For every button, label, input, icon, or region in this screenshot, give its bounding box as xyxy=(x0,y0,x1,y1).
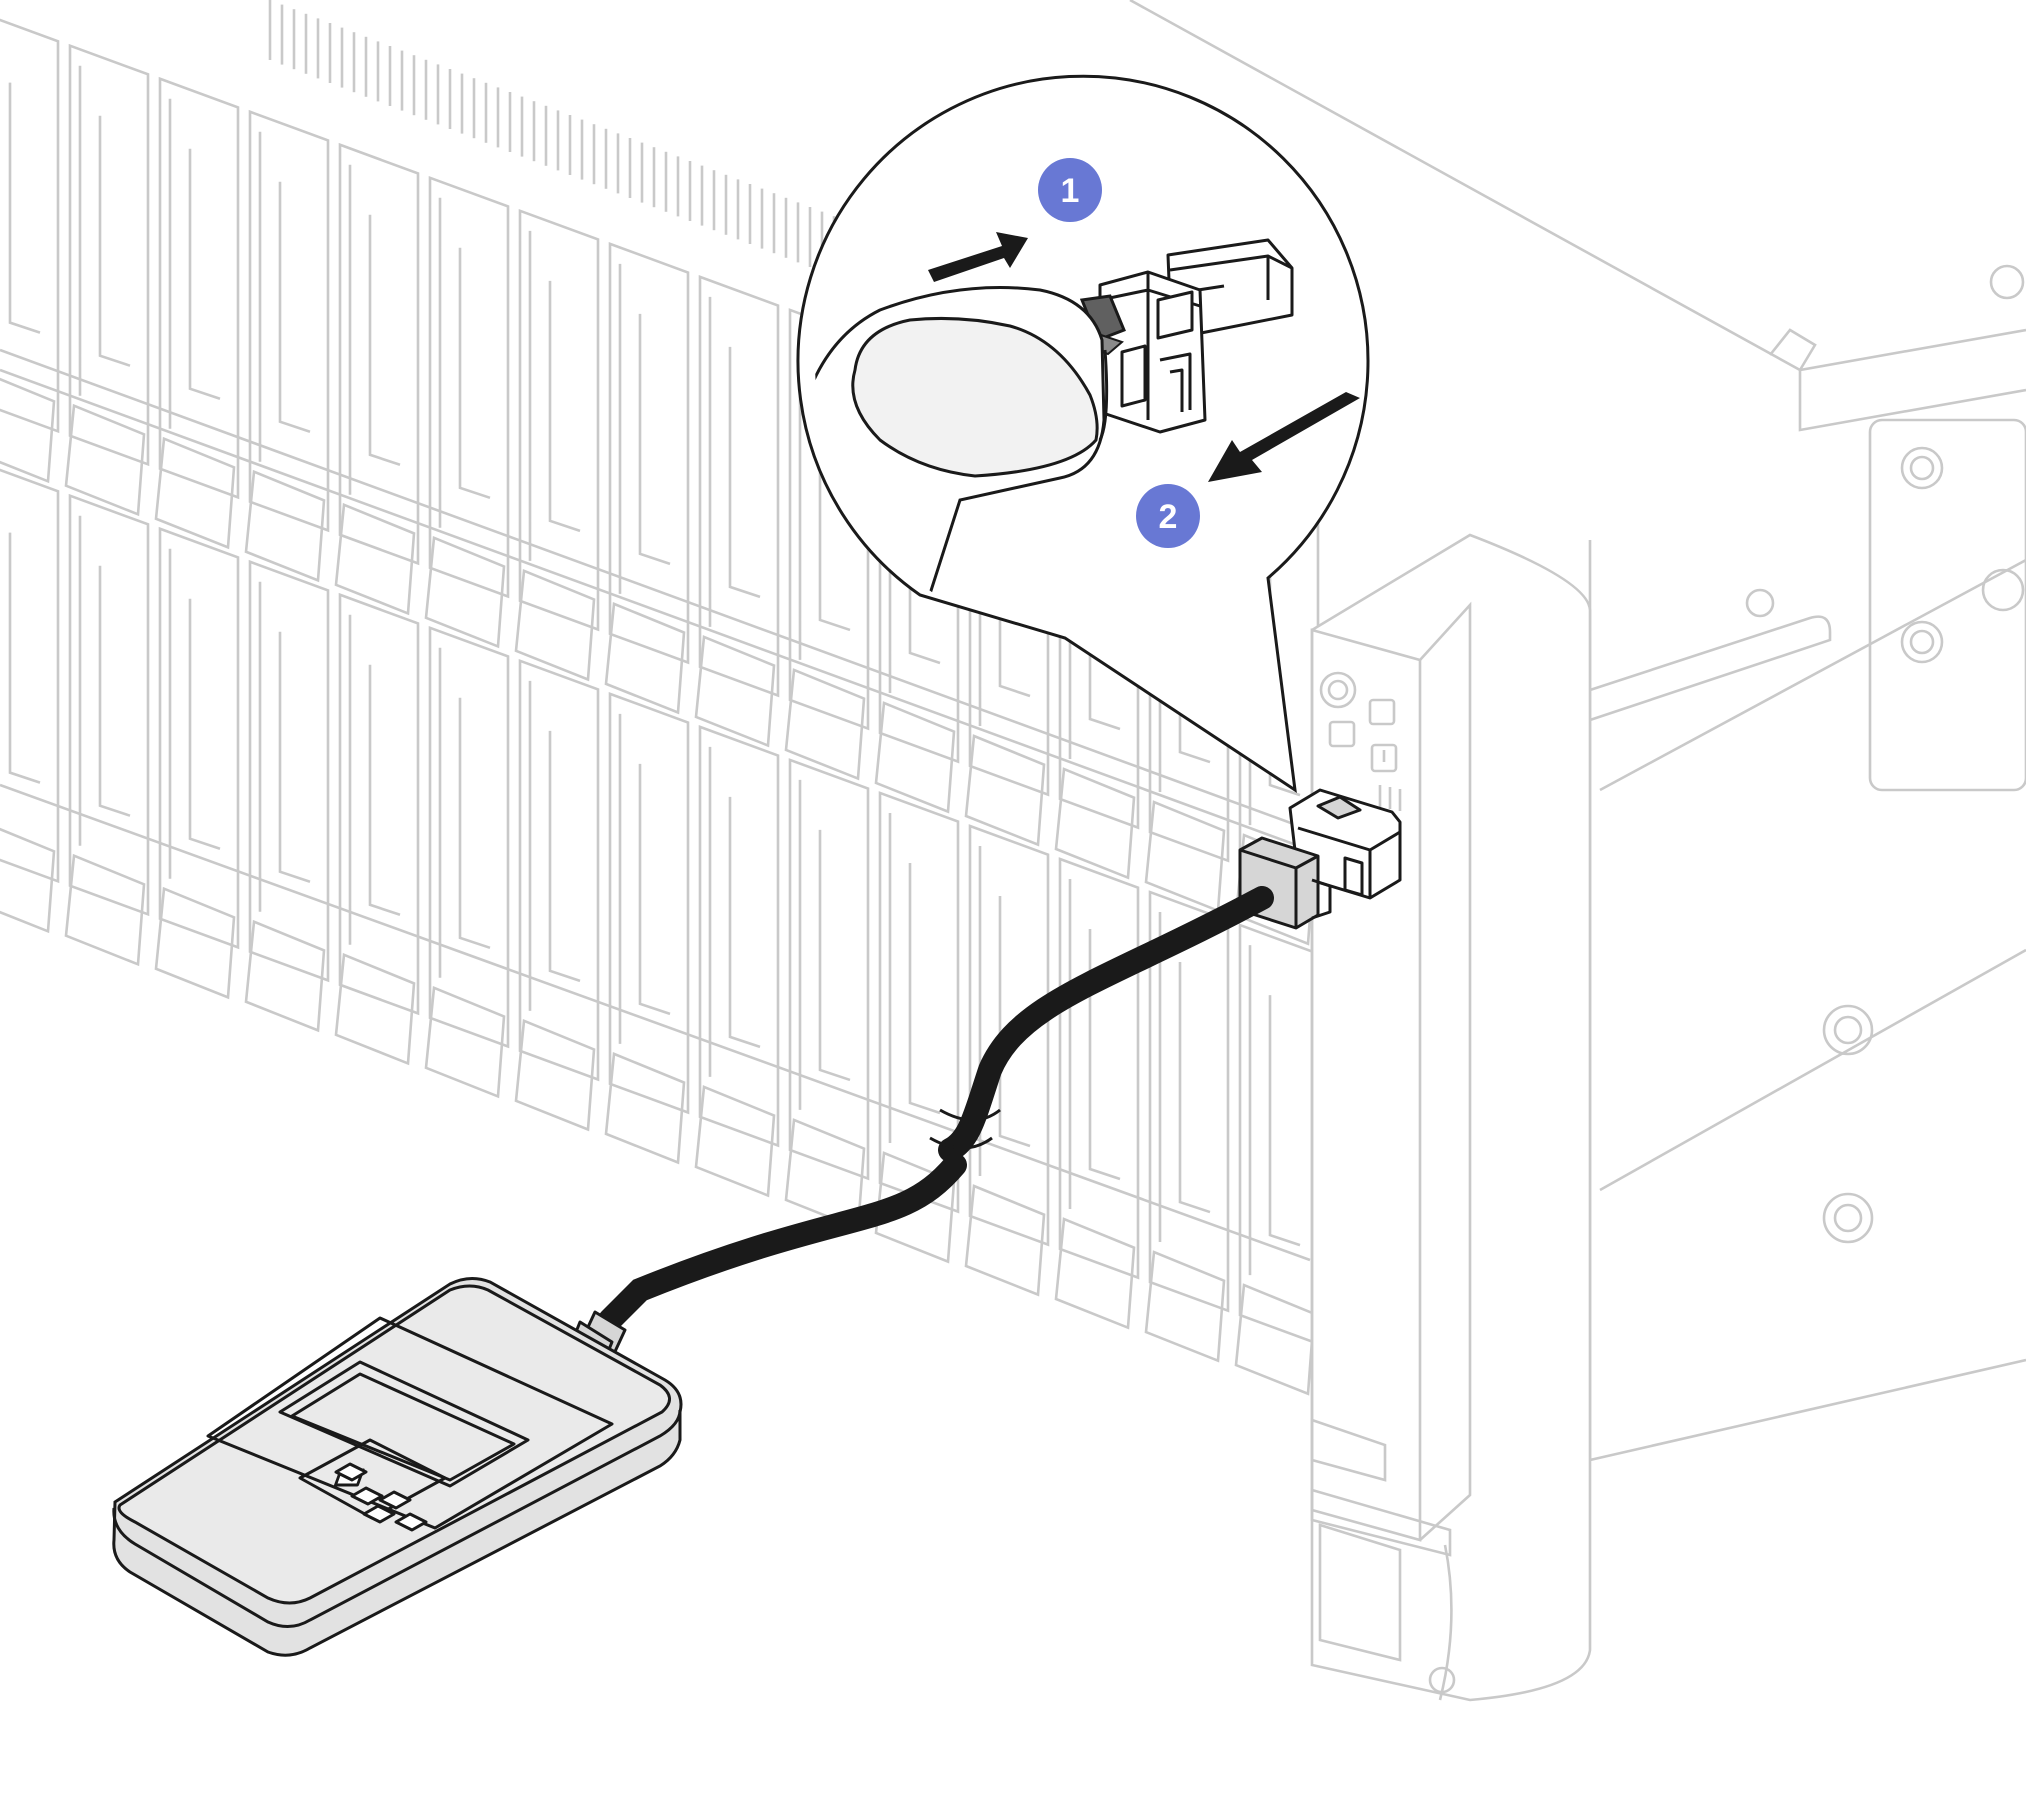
drive-bay-tab xyxy=(64,853,146,967)
drive-bay xyxy=(1238,923,1320,1346)
drive-bay-tab xyxy=(0,377,56,484)
drive-bay-handle xyxy=(618,263,671,594)
drive-bay xyxy=(788,758,870,1181)
drive-bay xyxy=(1148,890,1230,1313)
drive-bay-tab xyxy=(244,469,326,583)
alert-icon xyxy=(1370,743,1398,773)
drive-bay xyxy=(1058,857,1140,1280)
drive-bay xyxy=(518,658,600,1082)
drive-bay xyxy=(428,625,510,1049)
handset-cable xyxy=(552,886,1274,1384)
push-arrow xyxy=(928,232,1028,282)
drive-bay-handle xyxy=(528,680,581,1011)
drive-bay-handle xyxy=(168,548,221,879)
drive-bay-handle xyxy=(258,581,311,912)
id-icon xyxy=(1368,698,1396,726)
server-chassis xyxy=(0,0,2026,1462)
drive-bay-handle xyxy=(618,713,671,1044)
drive-bay xyxy=(968,824,1050,1247)
drive-bay-tab xyxy=(604,1052,686,1165)
network-icon xyxy=(1328,720,1356,748)
drive-bay-handle xyxy=(8,532,41,784)
drive-bay-tab xyxy=(424,535,506,649)
drive-bay-tab xyxy=(1054,1217,1136,1330)
step-2-badge: 2 xyxy=(1136,484,1200,548)
drive-bay-handle xyxy=(438,647,491,978)
drive-bay-handle xyxy=(888,812,941,1143)
drive-bay-handle xyxy=(78,515,131,846)
drive-bay-tab xyxy=(514,568,596,682)
drive-bay xyxy=(338,592,420,1016)
drive-bay-handle xyxy=(8,82,41,334)
drive-bay xyxy=(338,142,420,566)
drive-bay-handle xyxy=(708,746,761,1077)
drive-bay-tab xyxy=(514,1018,596,1132)
drive-bay-handle xyxy=(1248,945,1301,1276)
drive-bay xyxy=(68,43,150,467)
pull-arrow xyxy=(1208,392,1360,482)
drive-bay-handle xyxy=(708,296,761,627)
drive-bay-tab xyxy=(1144,1250,1226,1363)
drive-bay-tab xyxy=(64,403,146,517)
drive-bay-tab xyxy=(964,734,1046,847)
drive-bay-tab xyxy=(334,502,416,616)
drive-bay xyxy=(158,526,240,950)
drive-bay-tab xyxy=(784,668,866,781)
drive-bay-tab xyxy=(154,886,236,1000)
drive-bay-tab xyxy=(424,985,506,1099)
drive-bay-tab xyxy=(1234,1283,1316,1396)
drive-bay-handle xyxy=(798,779,851,1110)
drive-bay xyxy=(68,493,150,917)
drive-bay xyxy=(878,791,960,1214)
drive-bay-tab xyxy=(334,952,416,1066)
drive-bay xyxy=(608,692,690,1115)
drive-bay-tab xyxy=(0,827,56,934)
handset-buttons xyxy=(298,1438,447,1532)
power-icon xyxy=(1319,671,1357,709)
drive-bay-tab xyxy=(604,602,686,715)
drive-bay xyxy=(248,559,330,983)
drive-bay-handle xyxy=(348,164,401,495)
drive-bay xyxy=(608,242,690,665)
side-screws xyxy=(1745,264,2025,1244)
drive-bay-handle xyxy=(1068,879,1121,1210)
drive-bay xyxy=(0,468,60,884)
drive-bay-tab xyxy=(1054,767,1136,880)
drive-bay xyxy=(158,76,240,500)
drive-bay-handle xyxy=(438,197,491,528)
step-2-label: 2 xyxy=(1159,498,1178,536)
drive-bay xyxy=(698,725,780,1148)
zoom-callout: 1 2 xyxy=(796,74,1370,794)
drive-bay-tab xyxy=(964,1184,1046,1297)
step-1-label: 1 xyxy=(1061,172,1080,210)
drive-bay xyxy=(0,18,60,434)
drive-bay-handle xyxy=(258,131,311,462)
drive-bay-handle xyxy=(348,614,401,945)
lcd-screen xyxy=(278,1360,530,1488)
drive-bay-tab xyxy=(154,436,236,550)
drive-bay-handle xyxy=(528,230,581,561)
drive-bay xyxy=(248,109,330,533)
drive-bays xyxy=(0,18,1320,1396)
step-1-badge: 1 xyxy=(1038,158,1102,222)
drive-bay xyxy=(698,275,780,698)
drive-bay xyxy=(428,175,510,599)
drive-bay-handle xyxy=(78,65,131,396)
drive-bay-handle xyxy=(168,98,221,429)
drive-bay xyxy=(518,208,600,632)
lcd-diagnostics-handset xyxy=(112,1277,683,1657)
drive-bay-tab xyxy=(694,635,776,748)
finger xyxy=(815,286,1109,646)
front-operator-panel xyxy=(1310,533,1592,1702)
drive-bay-tab xyxy=(244,919,326,1033)
drive-bay-tab xyxy=(874,701,956,814)
drive-bay-tab xyxy=(694,1085,776,1198)
top-vents xyxy=(268,0,836,277)
drive-bay-handle xyxy=(1158,912,1211,1243)
